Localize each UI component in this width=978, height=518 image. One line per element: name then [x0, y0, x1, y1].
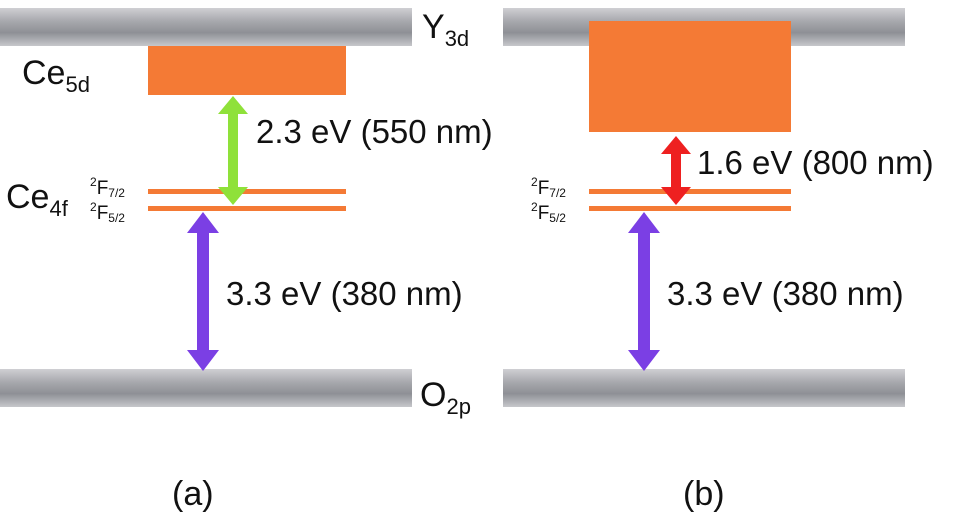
- term-2f72-a: 2F7/2: [90, 175, 125, 200]
- caption-b: (b): [683, 475, 725, 513]
- ce5d-block-b: [589, 21, 791, 132]
- valence-band-label: O2p: [420, 376, 471, 419]
- caption-a: (a): [172, 475, 214, 513]
- transition-label-upper-b: 1.6 eV (800 nm): [697, 144, 934, 181]
- level-2f72-a: [148, 189, 346, 194]
- arrow-red-b: [661, 136, 691, 205]
- term-2f52-a: 2F5/2: [90, 200, 125, 225]
- level-2f52-b: [589, 206, 791, 211]
- ce4f-label: Ce4f: [6, 178, 68, 221]
- transition-label-upper-a: 2.3 eV (550 nm): [256, 113, 493, 150]
- conduction-band-label: Y3d: [422, 8, 470, 51]
- arrow-green-a: [218, 96, 248, 205]
- term-2f72-b: 2F7/2: [531, 175, 566, 200]
- valence-band-b: [503, 369, 905, 407]
- term-2f52-b: 2F5/2: [531, 200, 566, 225]
- level-2f52-a: [148, 206, 346, 211]
- arrow-purple-b: [628, 212, 660, 371]
- transition-label-lower-b: 3.3 eV (380 nm): [667, 275, 904, 312]
- ce5d-block-a: [148, 46, 346, 95]
- conduction-band-a: [0, 8, 412, 46]
- transition-label-lower-a: 3.3 eV (380 nm): [226, 275, 463, 312]
- ce5d-label: Ce5d: [22, 54, 90, 97]
- level-2f72-b: [589, 189, 791, 194]
- valence-band-a: [0, 369, 412, 407]
- arrow-purple-a: [187, 212, 219, 371]
